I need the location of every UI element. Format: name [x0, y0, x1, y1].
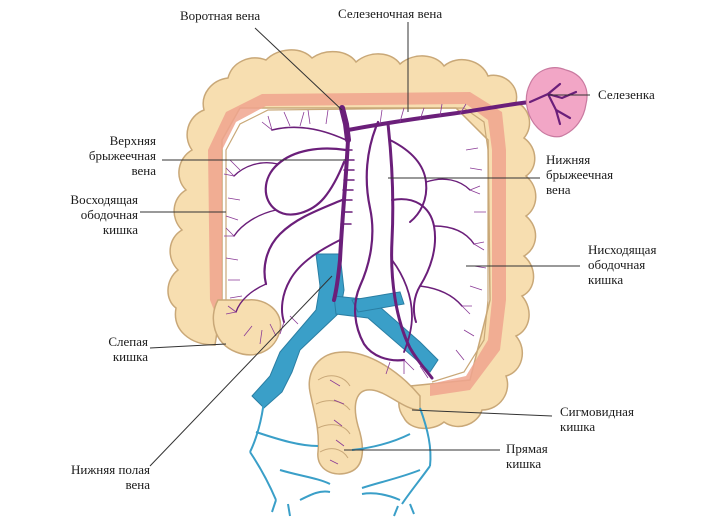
rectum-folds: [315, 375, 351, 459]
inferior-mesenteric-vein: [386, 122, 434, 380]
spleen-organ: [525, 67, 588, 138]
label-ascending-colon: Восходящая ободочная кишка: [70, 192, 138, 237]
label-cecum: Слепая кишка: [108, 334, 148, 364]
colon-inner-wall: [225, 107, 489, 383]
leader-portal-vein: [254, 27, 343, 111]
inferior-vena-cava: [251, 253, 345, 409]
sigmoid-rectum: [308, 351, 421, 475]
label-rectum: Прямая кишка: [506, 441, 548, 471]
cecum: [212, 299, 282, 356]
superior-mesenteric-vein: [332, 138, 350, 302]
label-spleen: Селезенка: [598, 87, 655, 102]
pelvic-veins: [249, 399, 432, 517]
portal-system: [233, 100, 532, 380]
spleen: [525, 67, 588, 138]
label-inferior-mesenteric-vein: Нижняя брыжеечная вена: [546, 152, 614, 197]
leader-sigmoid: [411, 409, 553, 417]
colon-mucosa-band: [208, 92, 506, 396]
portal-vein: [339, 105, 351, 143]
splenic-branches: [528, 82, 578, 126]
colon-outer: [167, 49, 537, 430]
venules: [223, 103, 487, 465]
leader-cecum: [149, 343, 227, 349]
label-portal-vein: Воротная вена: [180, 8, 261, 23]
label-sigmoid-colon: Сигмовидная кишка: [560, 404, 634, 434]
leader-ivc: [149, 275, 333, 467]
label-splenic-vein: Селезеночная вена: [338, 6, 443, 21]
colon: [167, 49, 537, 475]
smv-ticks: [340, 149, 355, 225]
label-descending-colon: Нисходящая ободочная кишка: [588, 242, 657, 287]
label-inferior-vena-cava: Нижняя полая вена: [70, 462, 150, 492]
label-superior-mesenteric-vein: Верхняя брыжеечная вена: [88, 133, 156, 178]
leader-lines: [140, 22, 590, 467]
